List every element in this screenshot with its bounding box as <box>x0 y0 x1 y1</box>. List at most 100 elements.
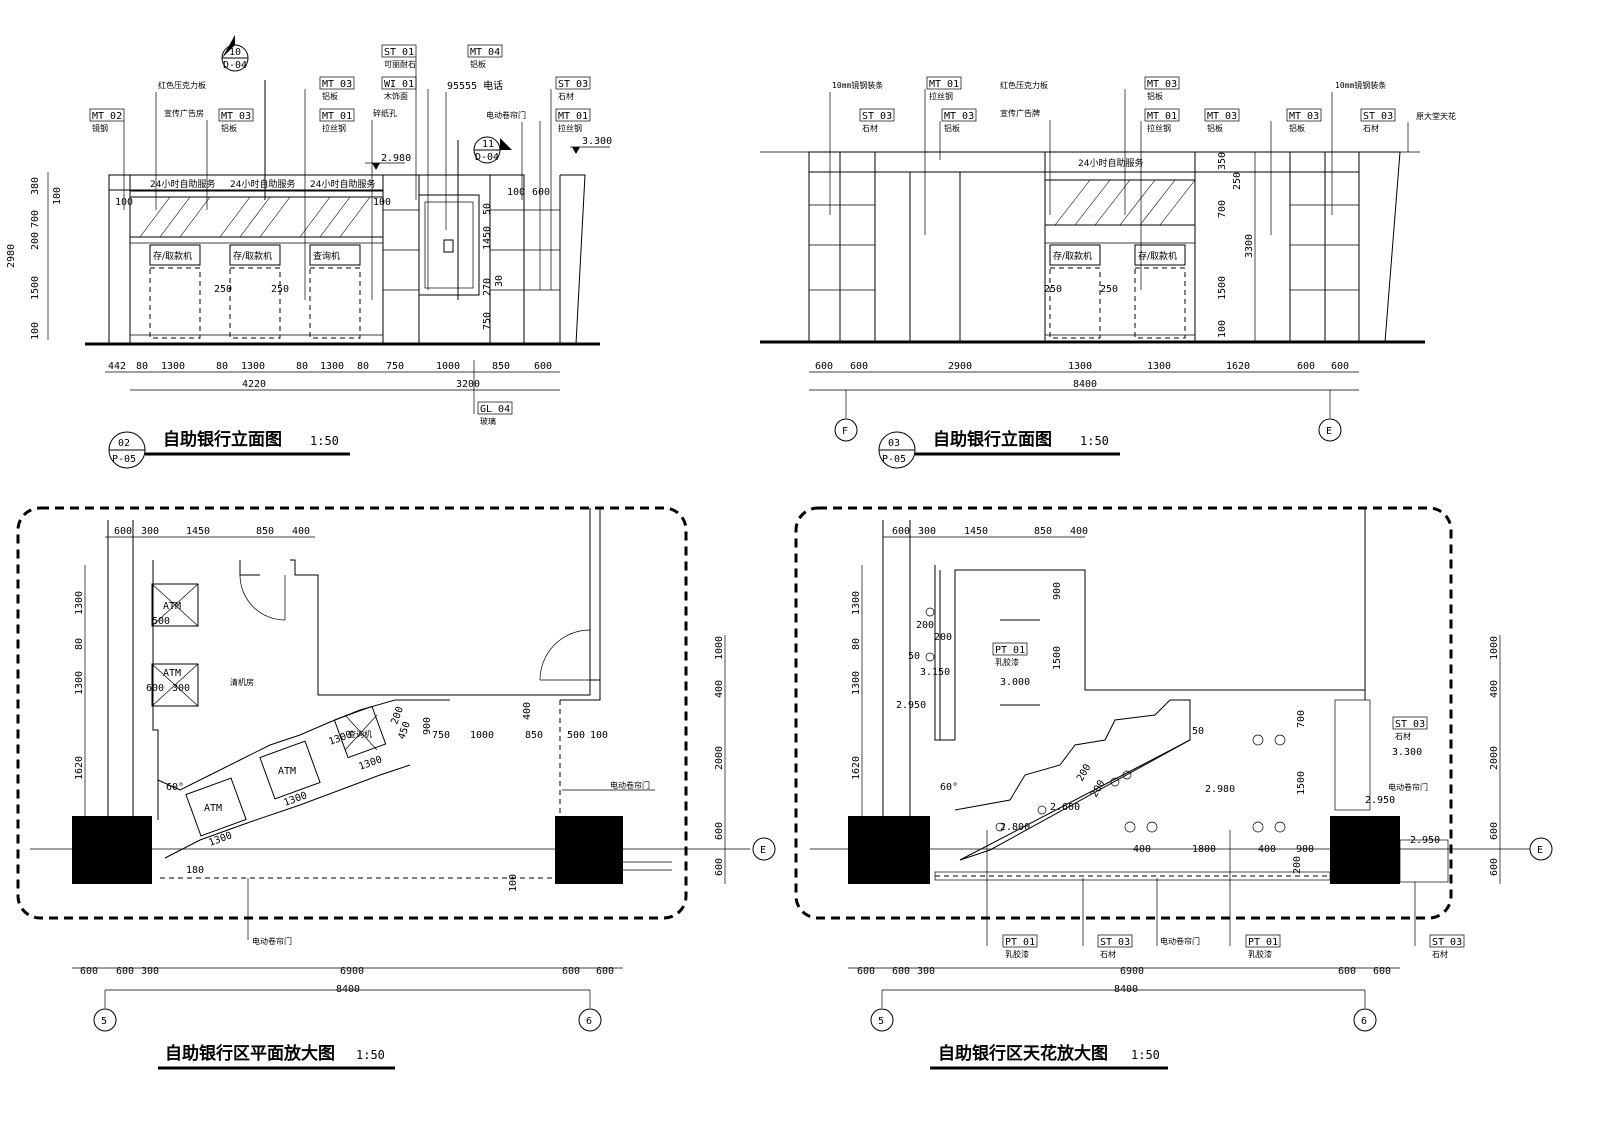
sign-text-1: 24小时自助服务 <box>150 178 215 190</box>
plan-angle: 60° <box>166 782 184 793</box>
ceil-level-6: 3.300 <box>1392 747 1422 758</box>
section-10-top: 10 <box>229 47 241 58</box>
ceil-tag-pt01: PT 01 <box>995 645 1025 656</box>
section-marker-11: 11 D-04 <box>473 136 512 164</box>
ceil-inner-8: 200 <box>1075 762 1094 783</box>
ceil-btag-st03b: ST 03 <box>1432 937 1462 948</box>
slot-right-2: 存/取款机 <box>1138 250 1177 262</box>
tag-st01-note: 可丽耐石 <box>384 59 416 69</box>
ceil-bottom-4: 600 <box>1338 966 1356 977</box>
plan-right-dim-2: 2000 <box>714 746 725 770</box>
tag-shutter: 电动卷帘门 <box>486 110 526 120</box>
r-tag-mt01a-note: 拉丝钢 <box>929 91 953 101</box>
r-bottom-7: 600 <box>1331 361 1349 372</box>
r-bottom-3: 1300 <box>1068 361 1092 372</box>
ceil-inner-1: 1500 <box>1052 646 1063 670</box>
ceil-btag-st03a-note: 石材 <box>1100 949 1116 959</box>
plan-left-dim-1: 80 <box>74 638 85 650</box>
ceil-top-4: 400 <box>1070 526 1088 537</box>
r-bottom-0: 600 <box>815 361 833 372</box>
plan-bottom-3: 6900 <box>340 966 364 977</box>
ceil-level-5: 2.800 <box>1000 822 1030 833</box>
plan-right-dim-1: 400 <box>714 680 725 698</box>
ceil-level-0: 3.150 <box>920 667 950 678</box>
axis-f: F <box>842 426 848 437</box>
plan-inner-4: 750 <box>432 730 450 741</box>
r-tag-mt03a: MT 03 <box>944 111 974 122</box>
plan-top-dim-1: 300 <box>141 526 159 537</box>
r-bottom-4: 1300 <box>1147 361 1171 372</box>
elev-left-bottom-dim-2: 1300 <box>161 361 185 372</box>
atm-label-2: ATM <box>163 668 181 679</box>
ceil-right-0: 1000 <box>1489 636 1500 660</box>
sign-text-3: 24小时自助服务 <box>310 178 375 190</box>
ceil-inner-12: 900 <box>1296 844 1314 855</box>
plan-inner-1: 600 <box>146 683 164 694</box>
plan-left-dim-3: 1620 <box>74 756 85 780</box>
plan-inner-15: 100 <box>508 874 519 892</box>
tag-mt02: MT 02 <box>92 111 122 122</box>
ceil-inner-13: 200 <box>1292 856 1303 874</box>
ceil-right-2: 2000 <box>1489 746 1500 770</box>
title-02-text: 自助银行立面图 <box>163 429 282 450</box>
right-dim-3: 30 <box>494 275 505 287</box>
ceil-axis-5: 5 <box>878 1016 884 1027</box>
plan-inner-0: 500 <box>152 616 170 627</box>
plan-inner-10: 1300 <box>357 754 383 773</box>
tag-paper-hole: 碎纸孔 <box>373 108 397 118</box>
title-elevation-02: 02 P-05 自助银行立面图 1:50 <box>108 429 350 469</box>
section-11-top: 11 <box>482 139 494 150</box>
tag-mt03b-note: 铝板 <box>322 91 338 101</box>
elev-left-total-0: 4220 <box>242 379 266 390</box>
ceiling-levels: 3.150 2.950 3.000 2.980 2.600 2.800 3.30… <box>896 667 1440 846</box>
ceil-left-2: 1300 <box>851 671 862 695</box>
ceiling-bottom-tags: PT 01 乳胶漆 ST 03 石材 电动卷帘门 PT 01 乳胶漆 ST 03… <box>986 830 1465 959</box>
r-height-1: 250 <box>1232 172 1243 190</box>
tag-wi01-note: 木饰面 <box>384 91 408 101</box>
ceil-left-3: 1620 <box>851 756 862 780</box>
r-small-0: 250 <box>1044 284 1062 295</box>
r-height-3: 1500 <box>1217 276 1228 300</box>
ceil-axis-e: E <box>1537 845 1543 856</box>
plan-view: ATM ATM ATM ATM 查询机 清机房 600 300 1450 850… <box>16 506 776 1032</box>
r-tag-st03b-note: 石材 <box>1363 123 1379 133</box>
ceil-bottom-0: 600 <box>857 966 875 977</box>
ceil-inner-4: 50 <box>908 651 920 662</box>
r-height-2: 700 <box>1217 200 1228 218</box>
plan-bottom-0: 600 <box>80 966 98 977</box>
light-fixtures <box>925 607 1286 833</box>
ceil-right-1: 400 <box>1489 680 1500 698</box>
plan-axis-e: E <box>760 845 766 856</box>
plan-right-dim-0: 1000 <box>714 636 725 660</box>
ceil-bottom-2: 300 <box>917 966 935 977</box>
plan-left-dim-0: 1300 <box>74 591 85 615</box>
ceil-inner-10: 1800 <box>1192 844 1216 855</box>
elev-left-bottom-dim-11: 600 <box>534 361 552 372</box>
r-small-1: 250 <box>1100 284 1118 295</box>
small-dim-1: 100 <box>373 197 391 208</box>
height-dim-1: 100 <box>52 187 63 205</box>
title-ceiling-scale: 1:50 <box>1131 1048 1160 1062</box>
slot-label-1: 存/取款机 <box>153 250 192 262</box>
ceiling-view: 600 300 1450 850 400 1300 80 1300 1620 1… <box>794 506 1553 1032</box>
ceil-inner-6: 1500 <box>1296 771 1307 795</box>
plan-shutter-label: 电动卷帘门 <box>610 780 650 790</box>
r-bottom-6: 600 <box>1297 361 1315 372</box>
ceil-inner-0: 900 <box>1052 582 1063 600</box>
ceil-left-0: 1300 <box>851 591 862 615</box>
r-height-4: 100 <box>1217 320 1228 338</box>
ceil-tag-st03: ST 03 <box>1395 719 1425 730</box>
title-03-top: 03 <box>888 438 900 449</box>
ceil-top-0: 600 <box>892 526 910 537</box>
r-bottom-5: 1620 <box>1226 361 1250 372</box>
ceil-right-3: 600 <box>1489 822 1500 840</box>
right-dim-1: 1450 <box>482 226 493 250</box>
ceil-btag-pt01a: PT 01 <box>1005 937 1035 948</box>
r-tag-mt03d-note: 铝板 <box>1289 123 1305 133</box>
ceil-axis-6: 6 <box>1361 1016 1367 1027</box>
plan-top-dim-3: 850 <box>256 526 274 537</box>
r-height-0: 350 <box>1217 152 1228 170</box>
title-03-text: 自助银行立面图 <box>933 429 1052 450</box>
r-bottom-2: 2900 <box>948 361 972 372</box>
plan-inner-12: 1300 <box>207 830 233 849</box>
